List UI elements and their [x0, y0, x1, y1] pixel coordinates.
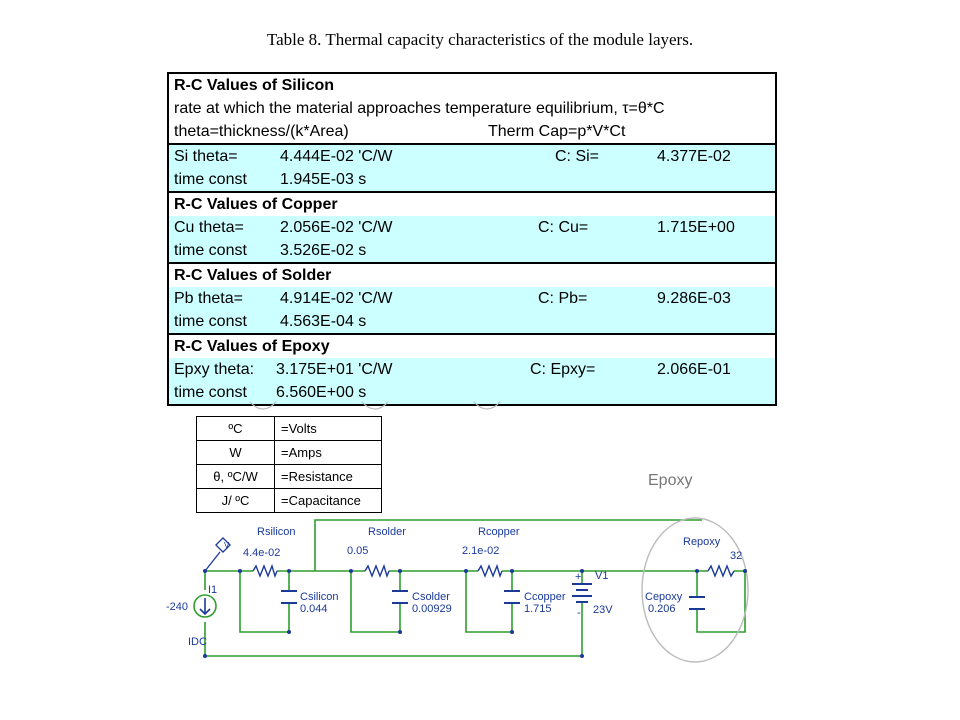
rsolder-label: Rsolder — [368, 526, 406, 538]
i1-type: IDC — [188, 636, 207, 648]
csilicon-label: Csilicon — [300, 591, 339, 603]
rsilicon-label: Rsilicon — [257, 526, 296, 538]
resistor-icons — [252, 563, 735, 579]
repoxy-value: 32 — [730, 550, 742, 562]
legend-value: =Volts — [274, 416, 382, 441]
rc-values-table: R-C Values of Silicon rate at which the … — [167, 72, 777, 406]
solder-title: R-C Values of Solder — [174, 267, 332, 284]
copper-section: R-C Values of Copper Cu theta= 2.056E-02 … — [169, 191, 775, 262]
v1-battery-icon — [572, 583, 592, 603]
probe-label: V — [224, 541, 230, 550]
epoxy-title: R-C Values of Epoxy — [174, 338, 330, 355]
ccopper-value: 1.715 — [524, 603, 552, 615]
legend-row: ºC=Volts — [196, 416, 382, 441]
legend-value: =Resistance — [274, 464, 382, 489]
node-dots — [203, 569, 747, 658]
copper-title: R-C Values of Copper — [174, 196, 338, 213]
csolder-capacitor-icon — [392, 590, 408, 604]
csilicon-value: 0.044 — [300, 603, 328, 615]
theta-formula: theta=thickness/(k*Area) — [174, 123, 349, 140]
cu-cap-label: C: Cu= — [538, 219, 589, 236]
v1-label: V1 — [595, 570, 608, 582]
pb-theta-value: 4.914E-02 'C/W — [280, 290, 393, 307]
cu-theta-value: 2.056E-02 'C/W — [280, 219, 393, 236]
rcopper-value: 2.1e-02 — [462, 545, 499, 557]
v1-plus-sign: + — [575, 571, 581, 583]
si-cap-label: C: Si= — [555, 148, 600, 165]
csolder-value: 0.00929 — [412, 603, 452, 615]
capacitor-icons — [281, 590, 705, 610]
i1-current-source-icon — [193, 594, 217, 618]
silicon-values: Si theta= 4.444E-02 'C/W C: Si= 4.377E-02 t… — [169, 143, 775, 191]
cepoxy-label: Cepoxy — [645, 591, 683, 603]
rsolder-resistor-icon — [364, 563, 390, 579]
epxy-cap-value: 2.066E-01 — [657, 361, 731, 378]
epxy-theta-label: Epxy theta: — [174, 361, 255, 378]
si-theta-value: 4.444E-02 'C/W — [280, 148, 393, 165]
si-tc-label: time const — [174, 171, 247, 188]
schematic-wires — [204, 519, 746, 657]
rcopper-resistor-icon — [477, 563, 503, 579]
decorative-arcs — [249, 401, 501, 410]
epxy-tc-value: 6.560E+00 s — [276, 384, 367, 401]
i1-value: -240 — [166, 601, 188, 613]
i1-label: I1 — [208, 584, 217, 596]
cu-cap-value: 1.715E+00 — [657, 219, 735, 236]
epxy-tc-label: time const — [174, 384, 247, 401]
solder-section: R-C Values of Solder Pb theta= 4.914E-02 … — [169, 262, 775, 333]
rcopper-label: Rcopper — [478, 526, 520, 538]
table-caption: Table 8. Thermal capacity characteristic… — [266, 30, 694, 49]
unit-analogy-legend: ºC=Volts W=Amps θ, ºC/W=Resistance J/ ºC… — [196, 416, 382, 513]
ccopper-capacitor-icon — [504, 590, 520, 604]
csolder-label: Csolder — [412, 591, 450, 603]
silicon-section: R-C Values of Silicon rate at which the … — [169, 74, 775, 143]
si-theta-label: Si theta= — [174, 148, 238, 165]
si-cap-value: 4.377E-02 — [657, 148, 731, 165]
ccopper-label: Ccopper — [524, 591, 566, 603]
epoxy-region-label: Epoxy — [648, 472, 693, 489]
pb-cap-value: 9.286E-03 — [657, 290, 731, 307]
si-tc-value: 1.945E-03 s — [280, 171, 367, 188]
equilibrium-note: rate at which the material approaches te… — [174, 100, 665, 117]
v1-value: 23V — [593, 604, 613, 616]
v1-minus-sign: - — [577, 607, 581, 619]
repoxy-label: Repoxy — [683, 536, 721, 548]
rsilicon-resistor-icon — [252, 563, 278, 579]
pb-cap-label: C: Pb= — [538, 290, 588, 307]
cu-theta-label: Cu theta= — [174, 219, 244, 236]
rsilicon-value: 4.4e-02 — [243, 547, 280, 559]
epxy-theta-value: 3.175E+01 'C/W — [276, 361, 393, 378]
cepoxy-value: 0.206 — [648, 603, 676, 615]
repoxy-resistor-icon — [707, 564, 735, 578]
legend-key: ºC — [196, 416, 275, 441]
legend-row: θ, ºC/W=Resistance — [196, 464, 382, 489]
epxy-cap-label: C: Epxy= — [530, 361, 596, 378]
voltage-probe-icon — [204, 537, 231, 572]
cu-tc-label: time const — [174, 242, 247, 259]
cepoxy-capacitor-icon — [689, 596, 705, 610]
pb-theta-label: Pb theta= — [174, 290, 243, 307]
cu-tc-value: 3.526E-02 s — [280, 242, 367, 259]
legend-value: =Capacitance — [274, 488, 382, 513]
pb-tc-label: time const — [174, 313, 247, 330]
legend-key: J/ ºC — [196, 488, 275, 513]
legend-row: J/ ºC=Capacitance — [196, 488, 382, 513]
silicon-title: R-C Values of Silicon — [174, 77, 335, 94]
csilicon-capacitor-icon — [281, 590, 297, 604]
therm-cap-formula: Therm Cap=p*V*Ct — [488, 123, 626, 140]
rsolder-value: 0.05 — [347, 545, 368, 557]
epoxy-section: R-C Values of Epoxy Epxy theta: 3.175E+01… — [169, 333, 775, 404]
pb-tc-value: 4.563E-04 s — [280, 313, 367, 330]
epoxy-highlight-ellipse — [641, 517, 749, 663]
